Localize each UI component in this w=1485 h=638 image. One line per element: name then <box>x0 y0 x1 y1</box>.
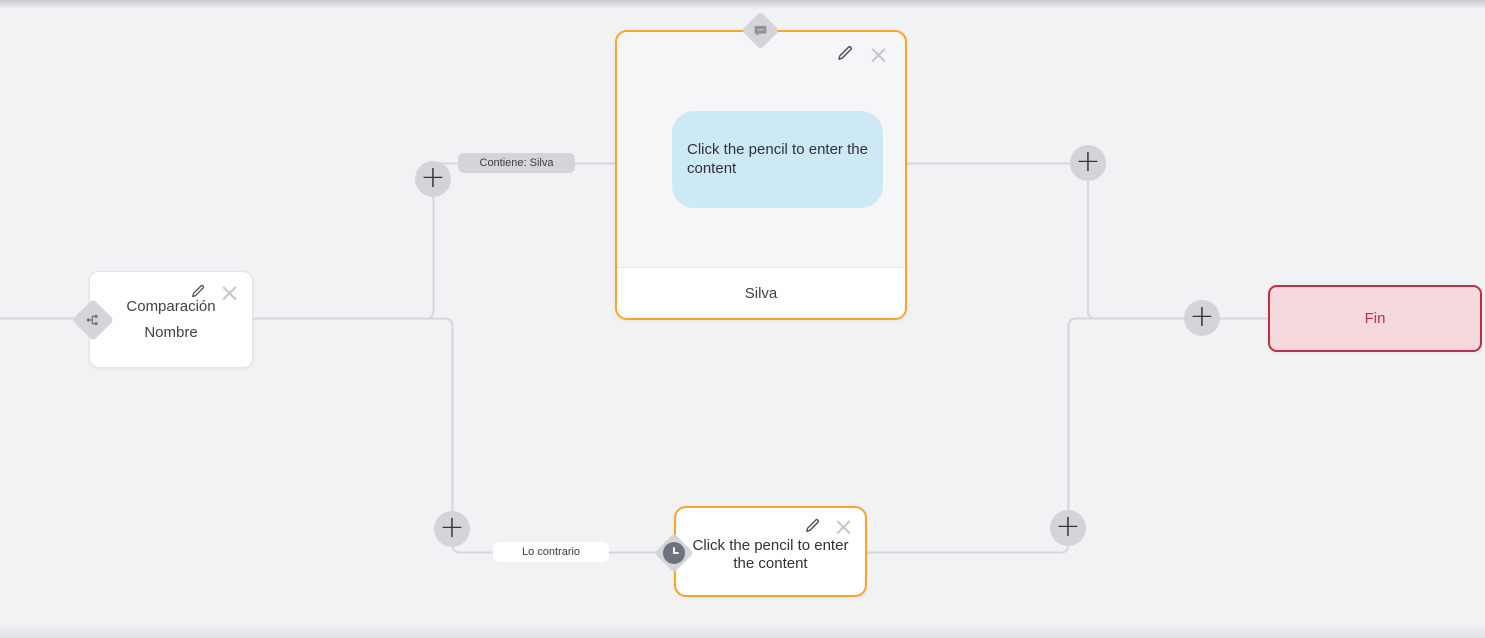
edit-message-button[interactable] <box>836 44 854 65</box>
pencil-icon <box>836 44 854 65</box>
edge-label-match[interactable]: Contiene: Silva <box>458 153 575 173</box>
plus-icon: + <box>439 509 465 545</box>
message-output-label: Silva <box>744 284 778 302</box>
close-icon: × <box>868 39 889 69</box>
edit-question-button[interactable] <box>804 517 821 537</box>
delete-condition-button[interactable]: × <box>219 277 240 307</box>
add-step-button-before-end[interactable]: + <box>1184 300 1220 336</box>
message-node-port[interactable] <box>741 11 780 50</box>
plus-icon: + <box>1075 143 1101 179</box>
chat-bubble-icon <box>753 23 768 38</box>
message-placeholder-text: Click the pencil to enter the content <box>687 141 868 177</box>
close-icon: × <box>833 512 854 541</box>
condition-node-title: Comparación Nombre <box>90 299 252 340</box>
message-output-footer[interactable]: Silva <box>617 267 905 318</box>
branch-icon <box>85 312 101 328</box>
message-preview-bubble: Click the pencil to enter the content <box>672 111 883 208</box>
edge-label-otherwise[interactable]: Lo contrario <box>493 542 609 562</box>
edge-message-out-down <box>1087 164 1096 320</box>
pencil-icon <box>804 517 821 537</box>
close-icon: × <box>219 277 240 307</box>
delete-question-button[interactable]: × <box>833 512 854 541</box>
plus-icon: + <box>420 159 446 195</box>
condition-node-port[interactable] <box>71 298 115 342</box>
edge-question-to-end <box>866 317 1268 554</box>
edge-label-match-text: Contiene: Silva <box>479 157 554 169</box>
question-placeholder-text: Click the pencil to enter the content <box>692 537 849 572</box>
edge-condition-to-message <box>425 162 617 320</box>
add-step-button-bottom-right[interactable]: + <box>1050 510 1086 546</box>
add-step-button-top-right[interactable]: + <box>1070 145 1106 181</box>
plus-icon: + <box>1189 298 1215 334</box>
condition-title-line: Comparación <box>126 298 216 315</box>
question-node[interactable]: × Click the pencil to enter the content <box>654 506 867 597</box>
clock-icon <box>663 542 685 564</box>
message-node[interactable]: × Click the pencil to enter the content … <box>615 11 907 320</box>
end-node[interactable]: Fin <box>1268 285 1482 352</box>
delete-message-button[interactable]: × <box>868 39 889 69</box>
edit-condition-button[interactable] <box>190 283 206 302</box>
condition-node[interactable]: × Comparación Nombre <box>71 271 253 368</box>
question-node-port[interactable] <box>654 533 694 573</box>
edge-condition-to-question <box>253 317 659 554</box>
end-node-label: Fin <box>1364 310 1386 327</box>
add-step-button-top-left[interactable]: + <box>415 161 451 197</box>
pencil-icon <box>190 283 206 302</box>
edge-label-otherwise-text: Lo contrario <box>521 546 581 558</box>
condition-subtitle-line: Nombre <box>144 324 198 341</box>
plus-icon: + <box>1055 508 1081 544</box>
add-step-button-bottom-left[interactable]: + <box>434 511 470 547</box>
